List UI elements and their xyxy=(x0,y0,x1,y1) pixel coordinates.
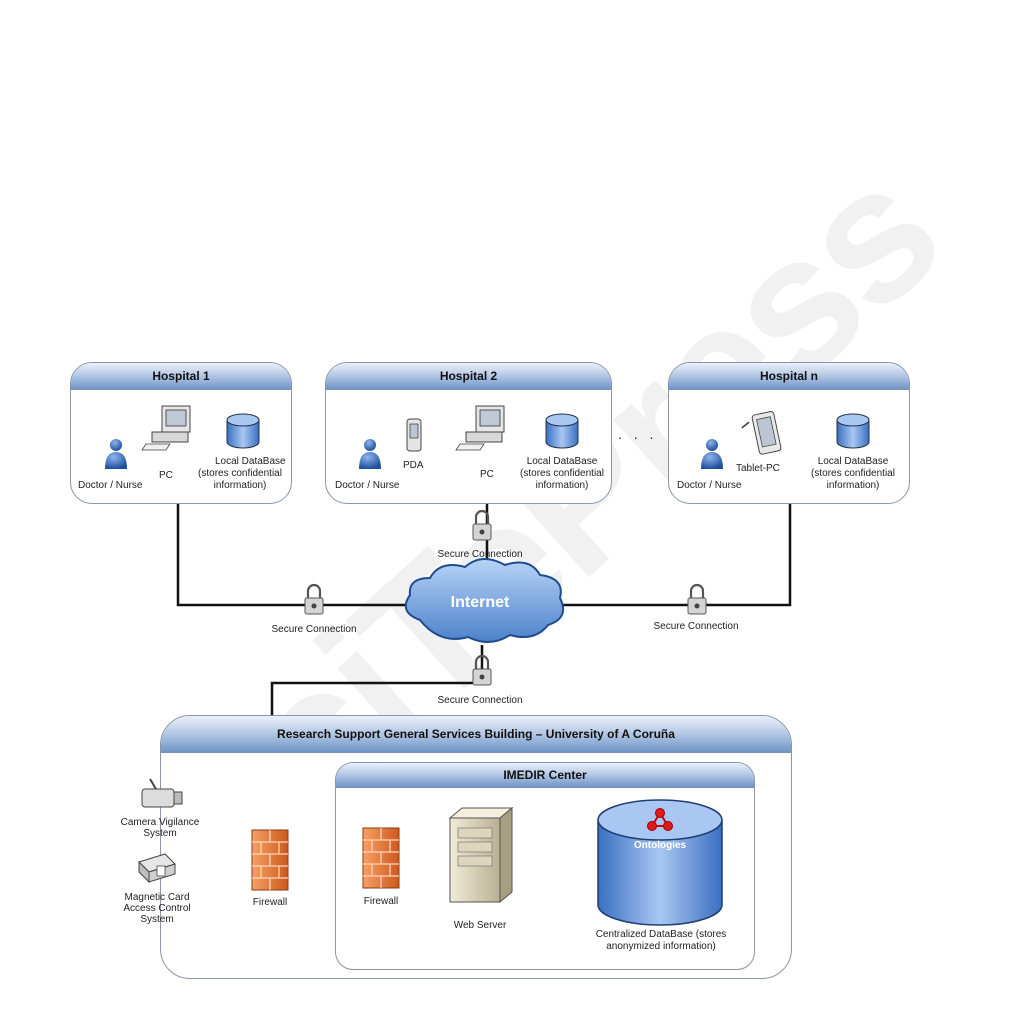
centralized-database-icon xyxy=(597,799,723,926)
imedir-center-title: IMEDIR Center xyxy=(336,763,754,788)
firewall-icon xyxy=(362,827,400,889)
web-server-icon xyxy=(448,806,514,904)
camera-label-2: System xyxy=(143,828,177,839)
lock-icon xyxy=(686,583,708,616)
link-hospital1 xyxy=(176,465,410,607)
hospital-1-person-label: Doctor / Nurse xyxy=(78,480,143,491)
hospital-1-db-label-3: information) xyxy=(213,480,267,491)
hospital-2-title: Hospital 2 xyxy=(326,363,611,390)
pda-icon xyxy=(406,418,422,452)
hospital-n-db-label-3: information) xyxy=(826,480,880,491)
pc-icon xyxy=(455,405,505,451)
secure-connection-label-right: Secure Connection xyxy=(653,621,739,632)
lock-icon xyxy=(471,654,493,687)
firewall-icon xyxy=(251,829,289,891)
local-database-icon xyxy=(226,413,260,449)
center-firewall-label: Firewall xyxy=(363,896,399,907)
building-firewall-label: Firewall xyxy=(252,897,288,908)
hospital-n-title: Hospital n xyxy=(669,363,909,390)
hospital-n-box: Hospital n xyxy=(668,362,910,504)
doctor-nurse-icon xyxy=(701,439,723,469)
more-hospitals-ellipsis: . . . xyxy=(618,426,658,442)
doctor-nurse-icon xyxy=(105,439,127,469)
ontology-graph-icon xyxy=(647,808,673,831)
card-label-2: Access Control xyxy=(123,903,191,914)
hospital-n-person-label: Doctor / Nurse xyxy=(677,480,742,491)
doctor-nurse-icon xyxy=(359,439,381,469)
hospital-n-tablet-label: Tablet-PC xyxy=(736,463,780,474)
hospital-n-db-label-1: Local DataBase xyxy=(817,456,889,467)
tablet-pc-icon xyxy=(741,411,782,455)
camera-label-1: Camera Vigilance xyxy=(120,817,200,828)
ontologies-label: Ontologies xyxy=(633,840,687,851)
card-reader-icon xyxy=(138,853,176,884)
hospital-1-title: Hospital 1 xyxy=(71,363,291,390)
hospital-1-pc-label: PC xyxy=(159,470,173,481)
hospital-1-db-label-2: (stores confidential xyxy=(198,468,282,479)
secure-connection-label-left: Secure Connection xyxy=(271,624,357,635)
pc-icon xyxy=(141,405,191,451)
local-database-icon xyxy=(545,413,579,449)
secure-connection-label-top: Secure Connection xyxy=(437,549,523,560)
local-database-icon xyxy=(836,413,870,449)
lock-icon xyxy=(471,509,493,542)
hospital-2-db-label-2: (stores confidential xyxy=(520,468,604,479)
central-db-label-1: Centralized DataBase (stores xyxy=(595,929,727,940)
camera-icon xyxy=(141,778,183,808)
lock-icon xyxy=(303,583,325,616)
central-db-label-2: anonymized information) xyxy=(606,941,716,952)
hospital-2-pc-label: PC xyxy=(480,469,494,480)
secure-connection-label-bottom: Secure Connection xyxy=(437,695,523,706)
hospital-2-pda-label: PDA xyxy=(403,460,424,471)
hospital-n-db-label-2: (stores confidential xyxy=(811,468,895,479)
hospital-2-person-label: Doctor / Nurse xyxy=(335,480,400,491)
hospital-2-db-label-3: information) xyxy=(535,480,589,491)
hospital-1-db-label-1: Local DataBase xyxy=(215,456,286,467)
research-building-title: Research Support General Services Buildi… xyxy=(161,716,791,753)
web-server-label: Web Server xyxy=(453,920,507,931)
card-label-1: Magnetic Card xyxy=(124,892,190,903)
hospital-2-db-label-1: Local DataBase xyxy=(526,456,598,467)
internet-label: Internet xyxy=(450,594,510,611)
internet-cloud-icon xyxy=(404,558,564,643)
card-label-3: System xyxy=(140,914,174,925)
